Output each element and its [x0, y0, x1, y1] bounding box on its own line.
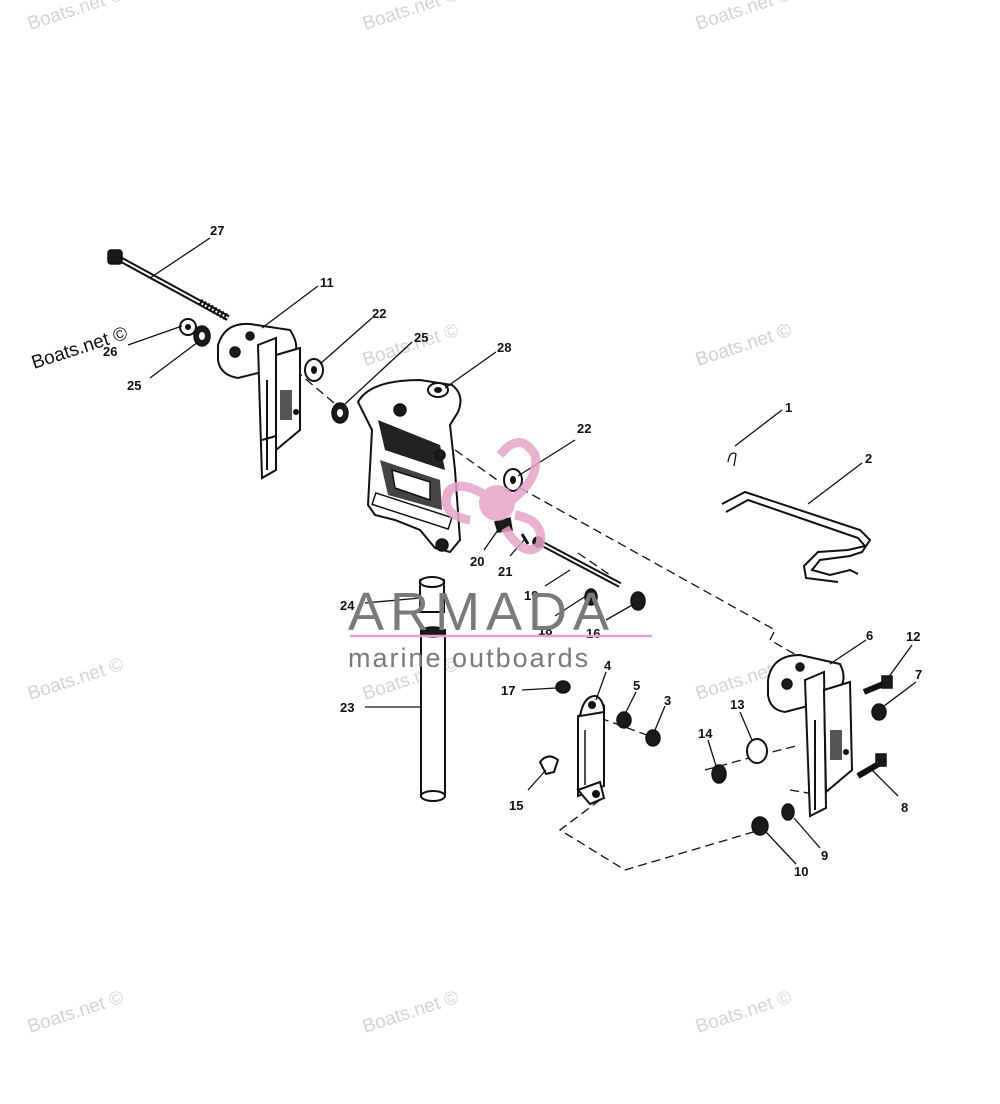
part-1-clip: [727, 452, 737, 467]
part-6-stern-bracket: [767, 653, 854, 818]
watermark: Boats.net ©: [360, 987, 461, 1038]
logo-title: ARMADA: [348, 582, 615, 642]
callout-22: 22: [577, 421, 591, 436]
callout-17: 17: [501, 683, 515, 698]
callout-25: 25: [127, 378, 141, 393]
part-28-swivel-bracket: [356, 378, 462, 554]
callout-27: 27: [210, 223, 224, 238]
watermark: Boats.net ©: [693, 987, 794, 1038]
callout-9: 9: [821, 848, 828, 863]
callout-15: 15: [509, 798, 523, 813]
callout-12: 12: [906, 629, 920, 644]
callout-22: 22: [372, 306, 386, 321]
part-4-cylinder: [576, 694, 606, 806]
watermark: Boats.net ©: [25, 0, 126, 35]
part-27-bolt: [107, 249, 230, 322]
part-24-bushing: [419, 576, 445, 613]
part-26-nut: [179, 318, 197, 336]
logo-subtitle: marine outboards: [348, 643, 590, 673]
propeller-logo-icon: [441, 438, 546, 555]
callout-20: 20: [470, 554, 484, 569]
part-23-tube: [420, 626, 446, 802]
watermark: Boats.net ©: [693, 320, 794, 371]
part-12-bolt: [862, 675, 893, 695]
callout-18: 18: [538, 623, 552, 638]
callout-1: 1: [785, 400, 792, 415]
watermark: Boats.net ©: [360, 0, 461, 35]
watermark: Boats.net ©: [25, 654, 126, 705]
callout-7: 7: [915, 667, 922, 682]
watermark: Boats.net ©: [25, 987, 126, 1038]
callout-6: 6: [866, 628, 873, 643]
callout-19: 19: [524, 588, 538, 603]
callout-14: 14: [698, 726, 713, 741]
callout-8: 8: [901, 800, 908, 815]
callout-13: 13: [730, 697, 744, 712]
part-13-washer: [746, 738, 768, 764]
armada-logo: ARMADA marine outboards: [348, 438, 652, 673]
part-7-nut: [871, 703, 887, 721]
part-2-lever: [721, 490, 872, 583]
part-17-fitting: [555, 680, 571, 694]
part-16-nut: [630, 591, 646, 611]
part-25-nut: [331, 402, 349, 424]
callout-labels: 27 11 22 25 28 26 25 1 2 22 20 21 19 18 …: [103, 223, 922, 879]
watermark: Boats.net ©: [693, 0, 794, 35]
part-14-nut: [711, 764, 727, 784]
callout-28: 28: [497, 340, 511, 355]
callout-11: 11: [320, 275, 334, 290]
part-21-pin: [520, 533, 530, 545]
callout-4: 4: [604, 658, 612, 673]
part-11-stern-bracket: [217, 322, 301, 480]
callout-10: 10: [794, 864, 808, 879]
part-9-washer: [781, 803, 795, 821]
assembly-lines: [294, 369, 821, 871]
part-10-nut: [751, 816, 769, 836]
callout-26: 26: [103, 344, 117, 359]
part-3-nut: [645, 729, 661, 747]
callout-21: 21: [498, 564, 512, 579]
callout-23: 23: [340, 700, 354, 715]
callout-25: 25: [414, 330, 428, 345]
part-22-washer: [503, 468, 523, 492]
callout-2: 2: [865, 451, 872, 466]
part-22-washer: [304, 358, 324, 382]
callout-24: 24: [340, 598, 355, 613]
part-8-bolt: [856, 753, 887, 779]
part-5-bushing: [616, 711, 632, 729]
callout-5: 5: [633, 678, 640, 693]
part-25-washer: [193, 325, 211, 347]
watermark: Boats.net ©: [360, 320, 461, 371]
leader-lines: [127, 237, 917, 865]
part-15-pin: [538, 755, 560, 776]
callout-3: 3: [664, 693, 671, 708]
part-19-shaft: [532, 536, 622, 588]
